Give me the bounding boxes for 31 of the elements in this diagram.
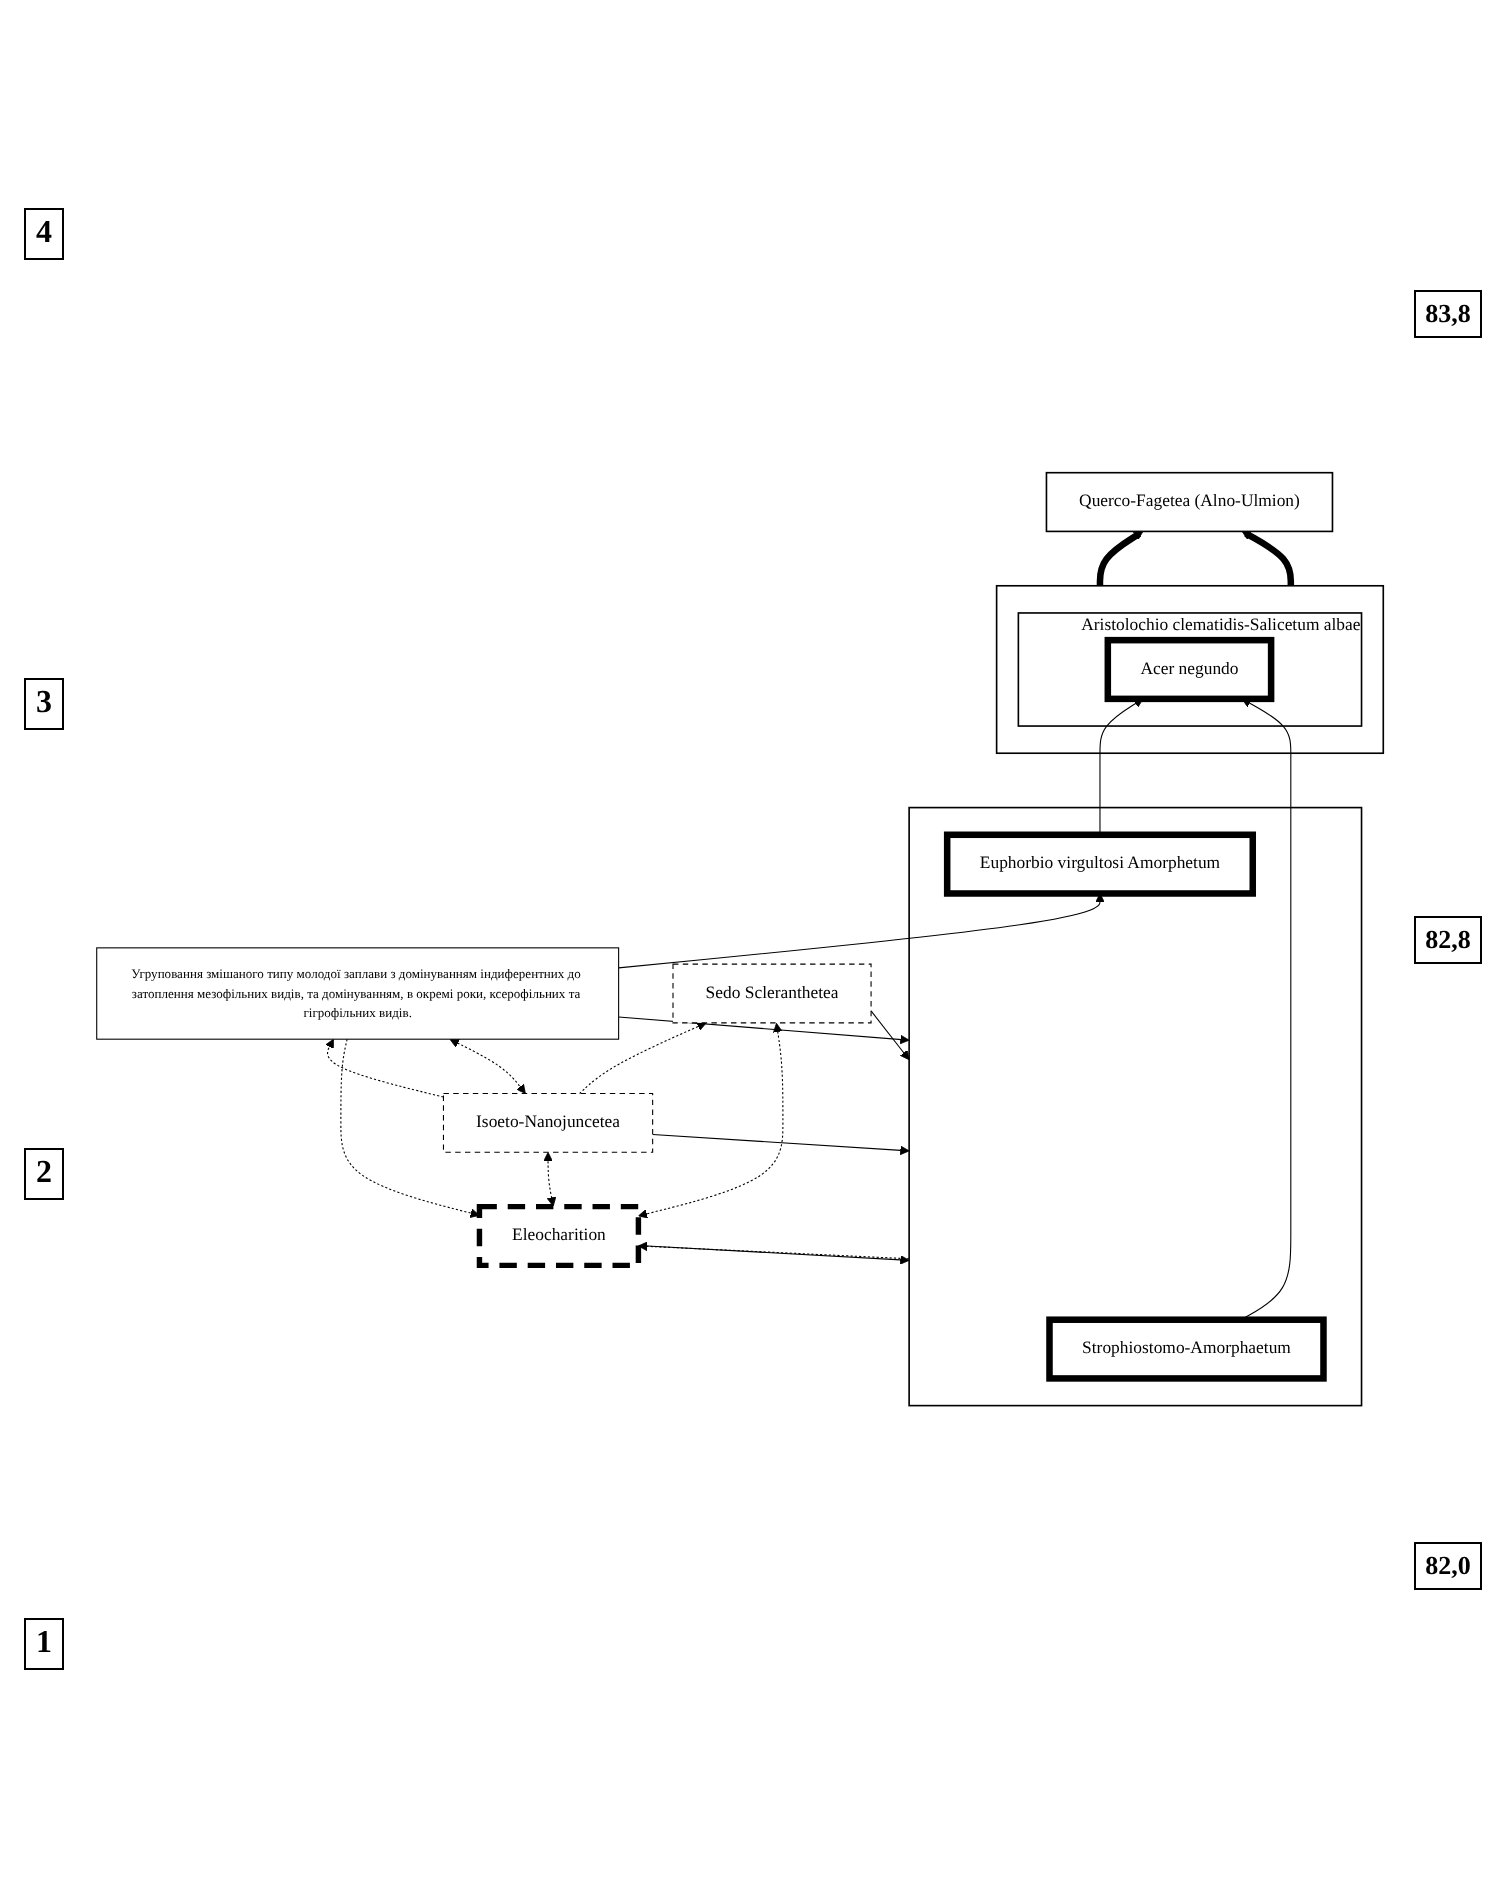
arrow <box>618 892 1105 969</box>
node-box: Strophiostomo-Amorphaetum <box>1046 1316 1327 1382</box>
arrow <box>652 1133 910 1155</box>
arrow <box>870 1010 910 1060</box>
node-box: Querco-Fagetea (Alno-Ulmion) <box>1045 471 1334 533</box>
value-label: 82,0 <box>1413 1541 1483 1589</box>
arrow <box>637 1022 784 1219</box>
arrow <box>578 1021 707 1094</box>
level-number: 2 <box>24 1147 64 1200</box>
arrow <box>325 1038 444 1098</box>
level-number: 3 <box>24 678 64 731</box>
node-box: Acer negundo <box>1104 636 1275 702</box>
value-label: 82,8 <box>1413 915 1483 963</box>
arrow <box>1099 698 1144 836</box>
node-box: Euphorbio virgultosi Amorphetum <box>943 831 1256 897</box>
node-box: Sedo Scleranthetea <box>672 963 872 1024</box>
cluster <box>995 584 1385 754</box>
cluster <box>908 806 1363 1407</box>
arrow <box>449 1038 526 1094</box>
arrow <box>618 1016 910 1045</box>
arrow <box>340 1038 480 1218</box>
node-box: Isoeto-Nanojuncetea <box>442 1092 654 1153</box>
arrow <box>543 1151 557 1207</box>
arrow <box>1241 530 1295 586</box>
level-number: 4 <box>24 208 64 261</box>
level-number: 1 <box>24 1617 64 1670</box>
value-label: 83,8 <box>1413 289 1483 337</box>
arrow <box>1240 698 1292 1321</box>
arrow <box>1096 530 1144 586</box>
node-box: Eleocharition <box>476 1203 642 1268</box>
arrow <box>637 1241 910 1260</box>
